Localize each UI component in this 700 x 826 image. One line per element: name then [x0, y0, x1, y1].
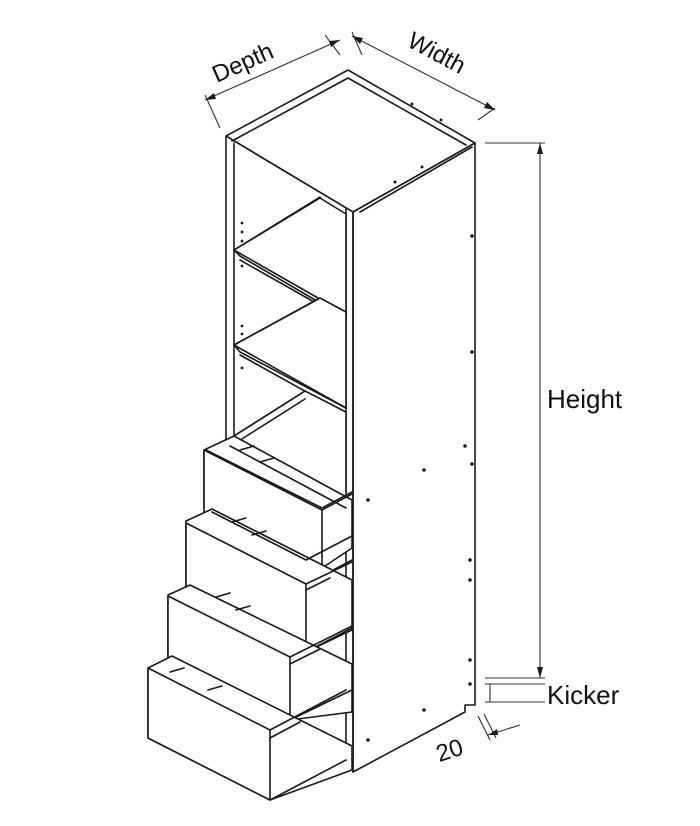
drawer-1[interactable]: [203, 435, 353, 577]
height-dimension: [485, 142, 545, 679]
width-dimension: [351, 31, 496, 121]
depth-label: Depth: [208, 38, 277, 89]
depth-dimension: [204, 34, 341, 129]
kicker-depth-label: 20: [433, 734, 467, 768]
kicker-dimension: [485, 683, 545, 703]
kicker-depth-dimension: [477, 713, 521, 741]
cabinet-right-side: [352, 142, 476, 773]
width-label: Width: [403, 27, 470, 80]
kicker-label: Kicker: [547, 680, 620, 710]
drawer-2[interactable]: [185, 508, 353, 653]
shelf-upper: [233, 196, 347, 321]
height-label: Height: [547, 384, 623, 414]
drawer-4[interactable]: [147, 655, 353, 801]
shelf-middle: [233, 297, 347, 415]
